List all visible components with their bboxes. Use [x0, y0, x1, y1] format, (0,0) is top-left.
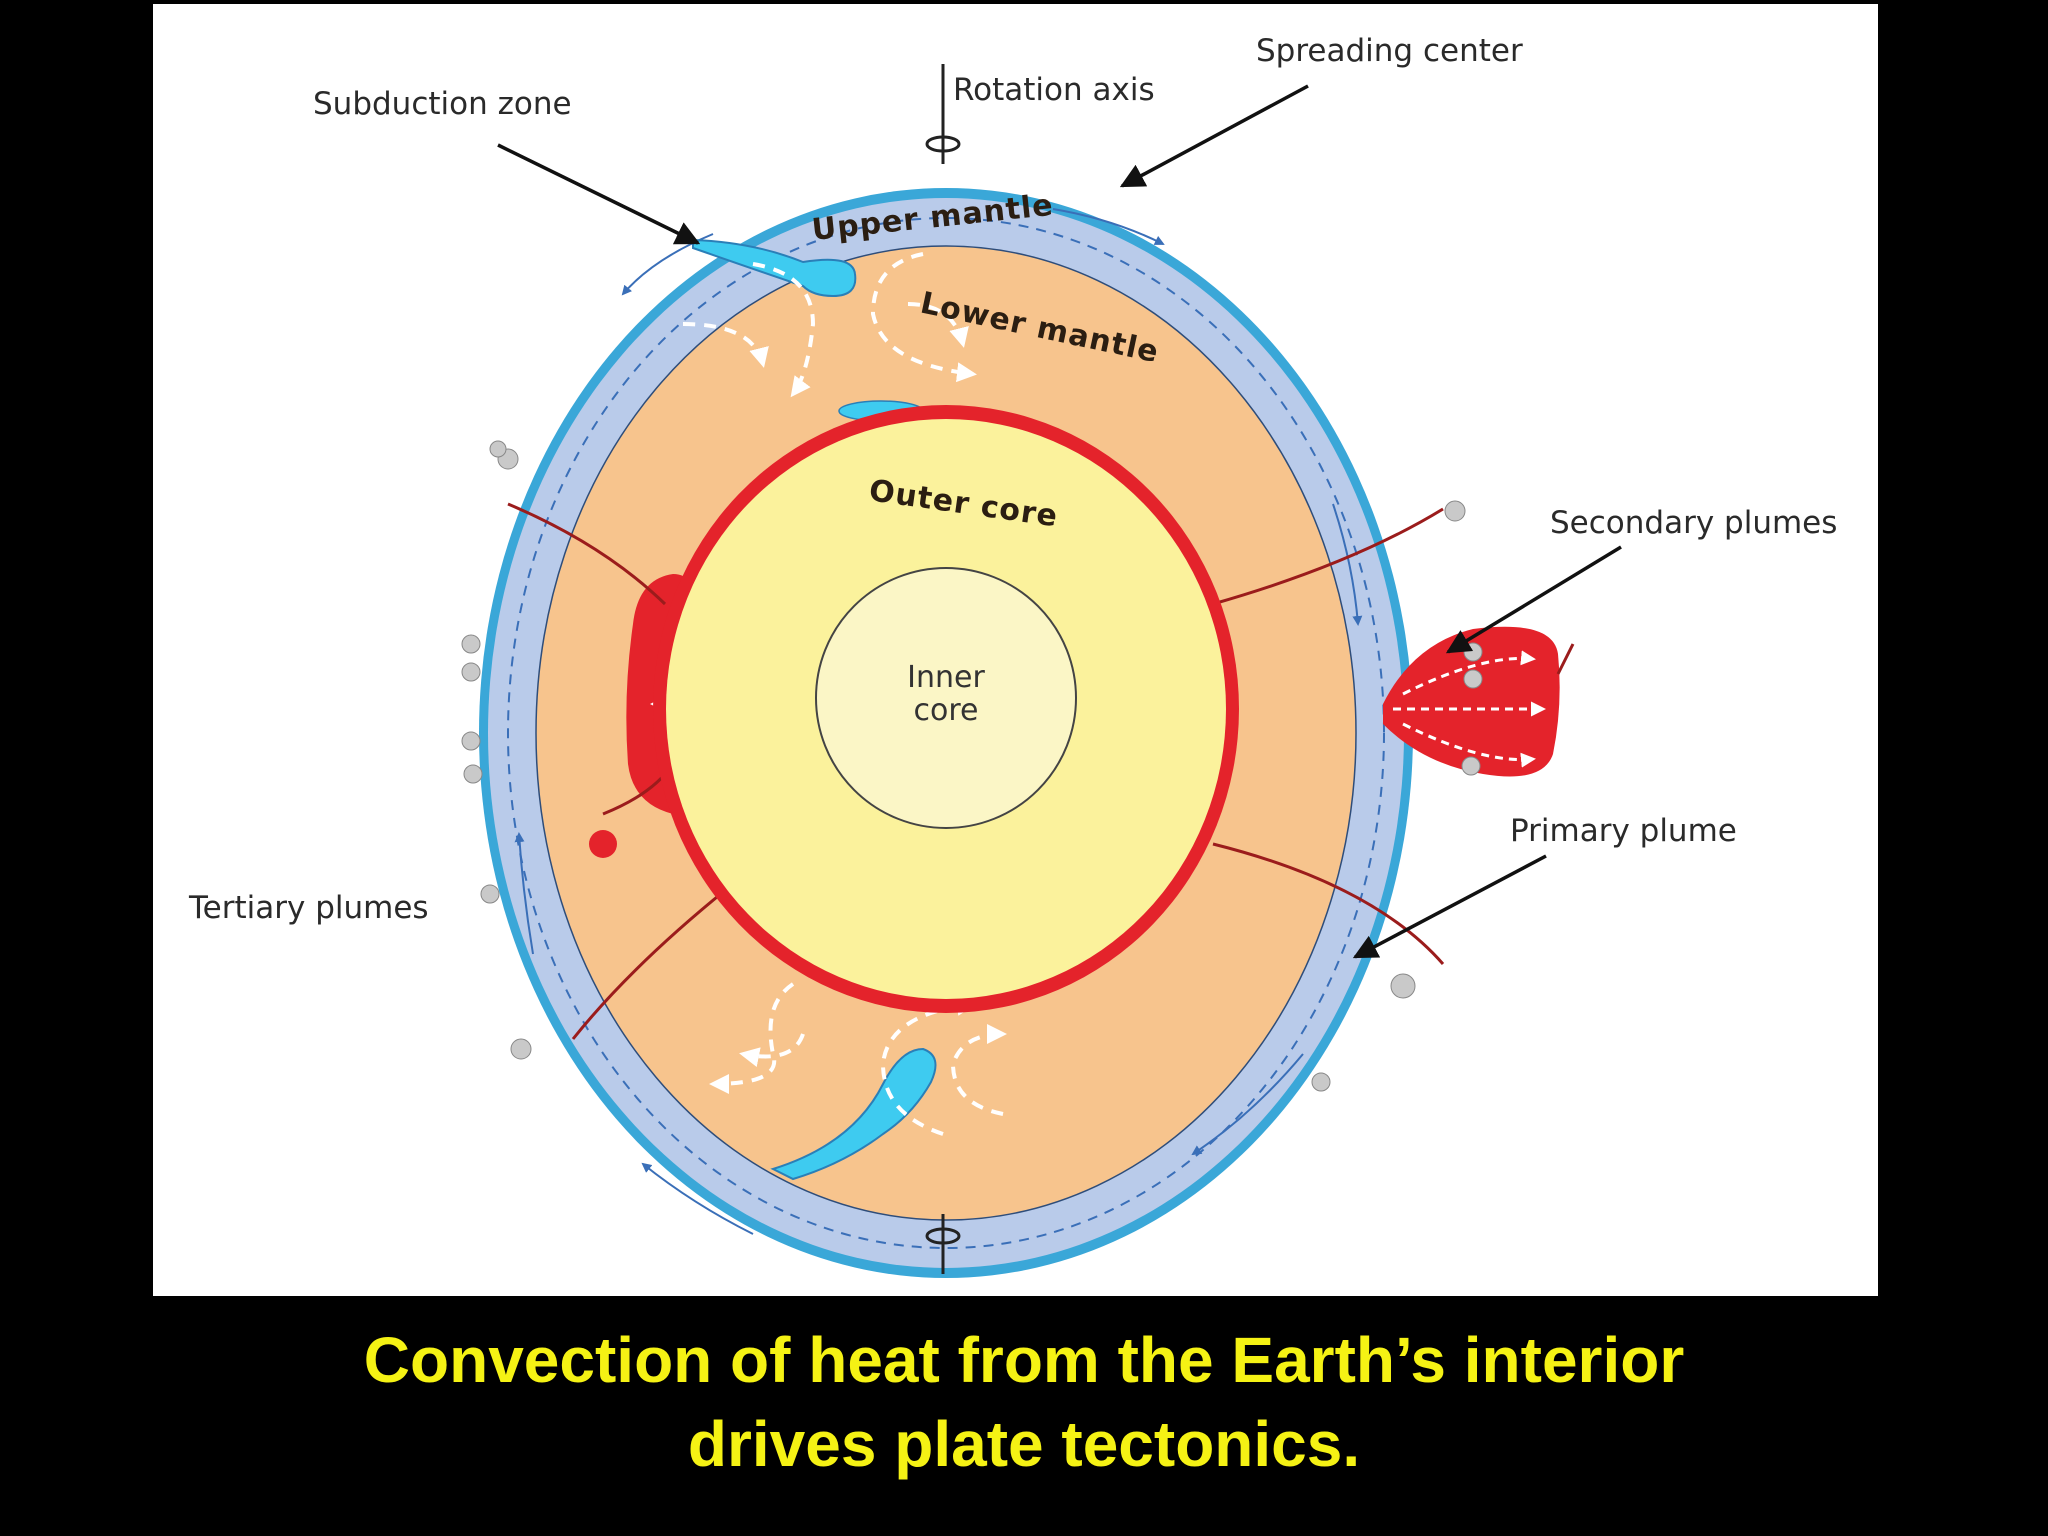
rotation-axis [925, 64, 961, 1274]
right-plume-arrows [1393, 650, 1546, 768]
label-tertiary-plumes: Tertiary plumes [188, 890, 429, 926]
caption-line-1: Convection of heat from the Earth’s inte… [363, 1324, 1685, 1396]
rising-plume-head [589, 830, 617, 858]
label-secondary-plumes: Secondary plumes [1550, 505, 1837, 541]
subduction-slab-bottom [770, 1047, 937, 1181]
diagram-panel: Spreading center Rotation axis Subductio… [153, 4, 1878, 1296]
label-inner-core-line2: core [914, 693, 979, 728]
label-pointer-arrows [497, 84, 1622, 959]
upper-mantle-flow-arrows [514, 208, 1363, 1235]
upper-mantle-flow-ring [507, 217, 1385, 1249]
label-inner-core-line1: Inner [907, 660, 985, 695]
slide-caption: Convection of heat from the Earth’s inte… [0, 1318, 2048, 1486]
label-subduction-zone: Subduction zone [313, 86, 572, 122]
inner-core-layer [815, 567, 1077, 829]
mantle-convection-arrows [682, 252, 1007, 1136]
label-primary-plume: Primary plume [1510, 813, 1737, 849]
label-rotation-axis: Rotation axis [953, 72, 1155, 108]
earth-interior-diagram: Spreading center Rotation axis Subductio… [188, 33, 1837, 1278]
surface-volcanoes [461, 440, 1483, 1092]
caption-line-2: drives plate tectonics. [687, 1408, 1361, 1480]
label-spreading-center: Spreading center [1256, 33, 1523, 69]
right-secondary-plume [1383, 626, 1560, 777]
